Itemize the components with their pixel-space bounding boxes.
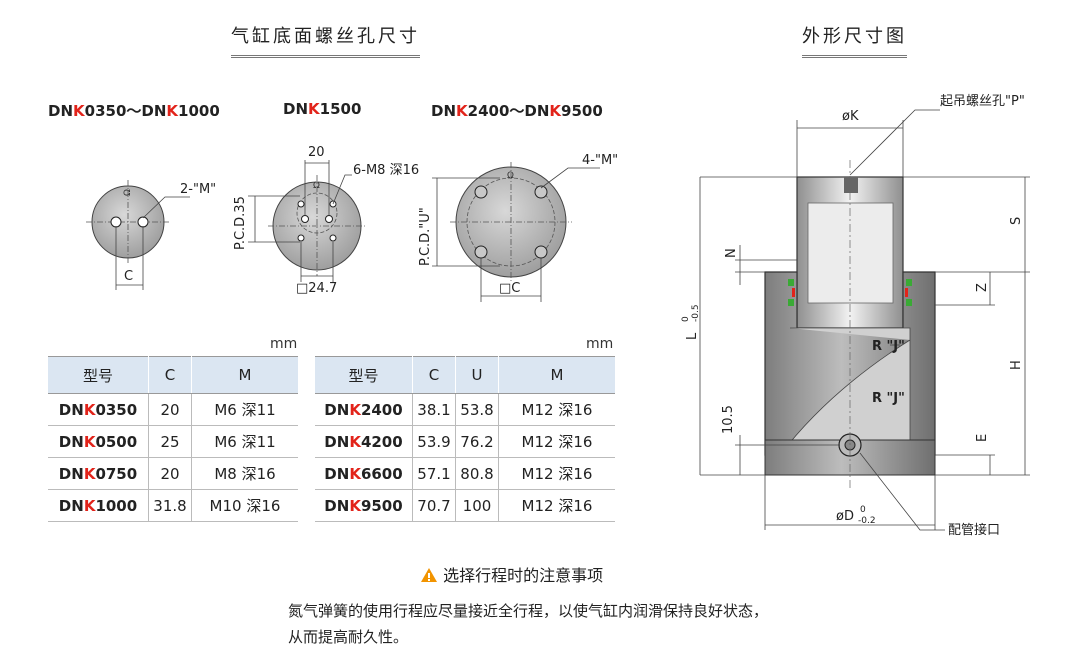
view3-pcd: P.C.D."U" xyxy=(418,207,433,266)
col-header-c: C xyxy=(148,356,192,394)
warning-icon xyxy=(421,568,437,582)
notice-title: 选择行程时的注意事项 xyxy=(420,562,603,586)
cell-u: 100 xyxy=(455,489,499,522)
dim-z: Z xyxy=(975,283,990,292)
view2-pcd: P.C.D.35 xyxy=(233,196,248,250)
r-j-label-2: R "J" xyxy=(872,391,905,406)
view1-dim-c: C xyxy=(124,269,133,284)
table-row: DNK4200 53.9 76.2 M12 深16 xyxy=(315,425,615,458)
notice-title-text: 选择行程时的注意事项 xyxy=(443,566,604,585)
cell-m: M12 深16 xyxy=(498,457,615,490)
view1-model-label: DNK0350～DNK1000 xyxy=(48,102,220,120)
cell-m: M12 深16 xyxy=(498,489,615,522)
col-header-model: 型号 xyxy=(315,356,413,394)
cell-m: M6 深11 xyxy=(191,393,298,426)
cell-m: M10 深16 xyxy=(191,489,298,522)
table-row: DNK0750 20 M8 深16 xyxy=(48,457,298,490)
cell-m: M12 深16 xyxy=(498,425,615,458)
svg-text:Ω: Ω xyxy=(313,181,320,191)
table-right-unit: mm xyxy=(586,336,614,352)
notice-line-2: 从而提高耐久性。 xyxy=(288,628,409,646)
view2-dim-20: 20 xyxy=(308,145,325,160)
cell-m: M6 深11 xyxy=(191,425,298,458)
title-underline xyxy=(802,57,907,58)
cell-model: DNK2400 xyxy=(315,393,413,426)
outline-dimension-drawing: øK S N Z H L 0 -0.5 10.5 E R "J" R "J" ø… xyxy=(681,94,1030,538)
view1-m-callout: 2-"M" xyxy=(180,182,216,197)
cell-c: 20 xyxy=(148,393,192,426)
view3-disc: Ω xyxy=(432,162,600,302)
table-row: DNK2400 38.1 53.8 M12 深16 xyxy=(315,393,615,426)
dim-d-tol-up: 0 xyxy=(860,505,866,515)
view3-m-callout: 4-"M" xyxy=(582,153,618,168)
notice-line-1: 氮气弹簧的使用行程应尽量接近全行程，以使气缸内润滑保持良好状态， xyxy=(288,602,769,620)
title-underline xyxy=(802,55,907,56)
cell-model: DNK9500 xyxy=(315,489,413,522)
left-section-title-text: 气缸底面螺丝孔尺寸 xyxy=(231,26,420,47)
col-header-m: M xyxy=(191,356,298,394)
view2-disc: Ω xyxy=(248,160,366,282)
cell-model: DNK4200 xyxy=(315,425,413,458)
dim-s: S xyxy=(1009,217,1024,225)
cell-u: 53.8 xyxy=(455,393,499,426)
spec-table-left: 型号 C M DNK0350 20 M6 深11 DNK0500 25 M6 深… xyxy=(48,356,298,522)
r-j-label-1: R "J" xyxy=(872,339,905,354)
table-left-unit: mm xyxy=(270,336,298,352)
dim-10-5: 10.5 xyxy=(721,405,736,434)
col-header-c: C xyxy=(412,356,456,394)
right-section-title-text: 外形尺寸图 xyxy=(802,26,907,47)
dim-k: øK xyxy=(842,109,859,124)
bottom-views-drawing: Ω C 2-"M" Ω 20 6-M8 深16 P.C.D.35 □24.7 xyxy=(86,145,618,302)
view3-model-label: DNK2400～DNK9500 xyxy=(431,102,603,120)
view2-model-label: DNK1500 xyxy=(283,100,362,118)
cell-u: 80.8 xyxy=(455,457,499,490)
col-header-m: M xyxy=(498,356,615,394)
cell-c: 57.1 xyxy=(412,457,456,490)
cell-c: 38.1 xyxy=(412,393,456,426)
view1-disc: Ω xyxy=(86,180,190,290)
table-row: DNK0350 20 M6 深11 xyxy=(48,393,298,426)
cell-m: M8 深16 xyxy=(191,457,298,490)
dim-d: øD xyxy=(836,509,854,524)
cell-c: 31.8 xyxy=(148,489,192,522)
table-row: DNK1000 31.8 M10 深16 xyxy=(48,489,298,522)
dim-l: L xyxy=(685,332,700,340)
table-row: DNK6600 57.1 80.8 M12 深16 xyxy=(315,457,615,490)
col-header-model: 型号 xyxy=(48,356,149,394)
dim-d-tol-dn: -0.2 xyxy=(858,516,876,526)
right-section-title: 外形尺寸图 xyxy=(802,22,907,58)
view2-m-callout: 6-M8 深16 xyxy=(353,163,419,178)
dim-n: N xyxy=(724,248,739,258)
cell-u: 76.2 xyxy=(455,425,499,458)
view3-sq: □C xyxy=(499,281,520,296)
table-row: DNK0500 25 M6 深11 xyxy=(48,425,298,458)
col-header-u: U xyxy=(455,356,499,394)
dim-l-tol-up: 0 xyxy=(681,316,691,322)
cell-m: M12 深16 xyxy=(498,393,615,426)
title-underline xyxy=(231,55,420,56)
cell-c: 20 xyxy=(148,457,192,490)
table-row: DNK9500 70.7 100 M12 深16 xyxy=(315,489,615,522)
cell-c: 70.7 xyxy=(412,489,456,522)
left-section-title: 气缸底面螺丝孔尺寸 xyxy=(231,22,420,58)
spec-table-right: 型号 C U M DNK2400 38.1 53.8 M12 深16 DNK42… xyxy=(315,356,615,522)
cell-model: DNK1000 xyxy=(48,489,149,522)
svg-text:Ω: Ω xyxy=(123,189,133,196)
svg-text:Ω: Ω xyxy=(507,171,514,181)
view2-sq: □24.7 xyxy=(296,281,337,296)
cell-c: 25 xyxy=(148,425,192,458)
notice-body: 氮气弹簧的使用行程应尽量接近全行程，以使气缸内润滑保持良好状态， 从而提高耐久性… xyxy=(288,598,768,650)
title-underline xyxy=(231,57,420,58)
cell-c: 53.9 xyxy=(412,425,456,458)
callout-port: 配管接口 xyxy=(948,522,1000,538)
cell-model: DNK0500 xyxy=(48,425,149,458)
cell-model: DNK6600 xyxy=(315,457,413,490)
cell-model: DNK0750 xyxy=(48,457,149,490)
callout-p: 起吊螺丝孔"P" xyxy=(940,94,1025,109)
dim-e: E xyxy=(975,434,990,442)
dim-h: H xyxy=(1009,360,1024,370)
dim-l-tol-dn: -0.5 xyxy=(691,304,701,322)
cell-model: DNK0350 xyxy=(48,393,149,426)
